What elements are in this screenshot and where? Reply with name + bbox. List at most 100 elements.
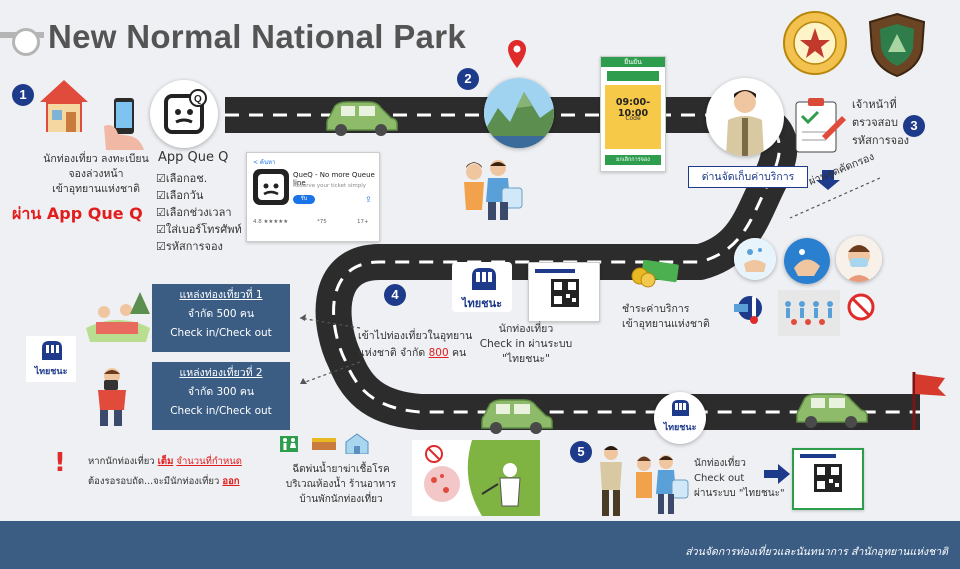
checkin-line: นักท่องเที่ยว <box>478 322 574 337</box>
enter-line: แห่งชาติ จำกัด 800 คน <box>358 345 472 362</box>
disinfect-line: ฉีดพ่นน้ำยาฆ่าเชื้อโรค <box>282 462 400 477</box>
hand-sanitize-icon <box>784 238 830 284</box>
checklist-item: ☑เลือกช่วงเวลา <box>156 204 242 221</box>
step3-line: เจ้าหน้าที่ <box>852 96 909 114</box>
step5-line: Check out <box>694 471 785 486</box>
disinfect-line: บ้านพักนักท่องเที่ยว <box>282 492 400 507</box>
ticket-header: ยืนยัน <box>601 57 665 67</box>
qr-code-icon <box>551 279 579 307</box>
thaichana-text: ไทยชนะ <box>452 294 512 312</box>
warning-line: ต้องรอรอบถัด...จะมีนักท่องเที่ยว ออก <box>88 472 242 492</box>
attraction-check: Check in/Check out <box>152 324 290 343</box>
enter-line: เข้าไปท่องเที่ยวในอุทยาน <box>358 328 472 345</box>
attraction-2-box: แหล่งท่องเที่ยวที่ 2 จำกัด 300 คน Check … <box>152 362 290 430</box>
step3-line: ตรวจสอบ <box>852 114 909 132</box>
qr-card-header <box>800 454 836 458</box>
checklist-item: ☑เลือกวัน <box>156 187 242 204</box>
face-mask-icon <box>836 236 882 282</box>
checkbox-icon: ☑ <box>156 223 166 236</box>
app-heading: App Que Q <box>158 150 228 165</box>
checkbox-icon: ☑ <box>156 189 166 202</box>
location-pin-icon <box>506 38 528 70</box>
clipboard-check-icon <box>792 96 846 156</box>
step5-line: ผ่านระบบ "ไทยชนะ" <box>694 486 785 501</box>
checkin-line: "ไทยชนะ" <box>478 352 574 367</box>
step-number-5: 5 <box>570 441 592 463</box>
hand-phone-icon <box>100 96 148 152</box>
checkbox-icon: ☑ <box>156 172 166 185</box>
thaichana-text: ไทยชนะ <box>26 364 76 378</box>
checklist-item: ☑เลือกอช. <box>156 170 242 187</box>
attraction-title: แหล่งท่องเที่ยวที่ 1 <box>152 286 290 305</box>
attraction-title: แหล่งท่องเที่ยวที่ 2 <box>152 364 290 383</box>
title-decor-ring <box>12 28 40 56</box>
step1-line: จองล่วงหน้า <box>36 167 156 182</box>
step3-line: รหัสการจอง <box>852 132 909 150</box>
step5-desc: นักท่องเที่ยว Check out ผ่านระบบ "ไทยชนะ… <box>694 456 785 501</box>
step1-via: ผ่าน App Que Q <box>12 202 143 227</box>
family-tourists-icon <box>458 158 524 222</box>
step-number-2: 2 <box>457 68 479 90</box>
step1-line: นักท่องเที่ยว ลงทะเบียน <box>36 152 156 167</box>
footer-credit: ส่วนจัดการท่องเที่ยวและนันทนาการ สำนักอุ… <box>685 543 948 560</box>
officer-standing-icon <box>594 444 628 518</box>
thaichana-checkpoint: ไทยชนะ <box>654 392 706 444</box>
restaurant-icon <box>310 436 338 452</box>
step1-desc: นักท่องเที่ยว ลงทะเบียน จองล่วงหน้า เข้า… <box>36 152 156 197</box>
limit-value: 800 <box>429 347 449 359</box>
park-shield-logo <box>866 12 928 78</box>
attraction-limit: จำกัด 500 คน <box>152 305 290 324</box>
national-park-scenery <box>484 78 554 148</box>
checkbox-icon: ☑ <box>156 240 166 253</box>
department-seal-logo <box>782 10 848 76</box>
checkbox-icon: ☑ <box>156 206 166 219</box>
queq-logo: Q <box>150 80 218 148</box>
house-icon <box>38 76 90 136</box>
checkout-qr-card <box>792 448 864 510</box>
hand-wash-icon <box>734 238 776 280</box>
store-count: *75 <box>317 219 327 225</box>
disinfect-line: บริเวณห้องน้ำ ร้านอาหาร <box>282 477 400 492</box>
attraction-1-box: แหล่งท่องเที่ยวที่ 1 จำกัด 500 คน Check … <box>152 284 290 352</box>
thaichana-small-logo: ไทยชนะ <box>26 336 76 382</box>
thaichana-qr-card <box>528 262 600 322</box>
restroom-icon <box>280 436 298 452</box>
attraction-check: Check in/Check out <box>152 402 290 421</box>
svg-text:Q: Q <box>194 94 202 105</box>
share-icon[interactable]: ⇪ <box>365 195 372 204</box>
store-get-button[interactable]: รับ <box>293 195 315 204</box>
disinfect-desc: ฉีดพ่นน้ำยาฆ่าเชื้อโรค บริเวณห้องน้ำ ร้า… <box>282 462 400 507</box>
step-number-4: 4 <box>384 284 406 306</box>
ticket-body: 09:00-10:00 Code <box>605 85 661 149</box>
money-icon <box>628 260 680 288</box>
picnic-scene <box>82 288 154 344</box>
store-app-sub: Reserve your ticket simply <box>293 183 375 189</box>
step5-line: นักท่องเที่ยว <box>694 456 785 471</box>
ticket-cancel-button[interactable]: ยกเลิกการจอง <box>605 155 661 165</box>
thaichana-text: ไทยชนะ <box>654 420 706 434</box>
qr-code-icon <box>814 464 842 492</box>
pay-fee-desc: ชำระค่าบริการ เข้าอุทยานแห่งชาติ <box>622 302 710 332</box>
social-distance-icon <box>778 290 840 336</box>
booking-ticket: ยืนยัน 09:00-10:00 Code ยกเลิกการจอง <box>600 56 666 172</box>
warning-icon: ! <box>54 448 66 478</box>
step-number-1: 1 <box>12 84 34 106</box>
app-checklist: ☑เลือกอช. ☑เลือกวัน ☑เลือกช่วงเวลา ☑ใส่เ… <box>156 170 242 255</box>
no-crowd-icon <box>846 292 876 322</box>
warning-line: หากนักท่องเที่ยว เต็ม จำนวนที่กำหนด <box>88 452 242 472</box>
tourist-checkin-desc: นักท่องเที่ยว Check in ผ่านระบบ "ไทยชนะ" <box>478 322 574 367</box>
checklist-item: ☑รหัสการจอง <box>156 238 242 255</box>
warning-text: หากนักท่องเที่ยว เต็ม จำนวนที่กำหนด ต้อง… <box>88 452 242 492</box>
page-title: New Normal National Park <box>48 18 466 56</box>
photographer-icon <box>88 366 134 428</box>
step4-enter: เข้าไปท่องเที่ยวในอุทยาน แห่งชาติ จำกัด … <box>358 328 472 362</box>
step1-line: เข้าอุทยานแห่งชาติ <box>36 182 156 197</box>
thaichana-logo: ไทยชนะ <box>452 262 512 312</box>
temperature-check-icon <box>728 290 772 330</box>
disinfection-scene <box>412 440 540 516</box>
toll-station-label: ด่านจัดเก็บค่าบริการ <box>688 166 808 188</box>
queq-app-icon <box>253 169 289 205</box>
ticket-code-label: Code <box>605 115 661 122</box>
checkin-line: Check in ผ่านระบบ <box>478 337 574 352</box>
